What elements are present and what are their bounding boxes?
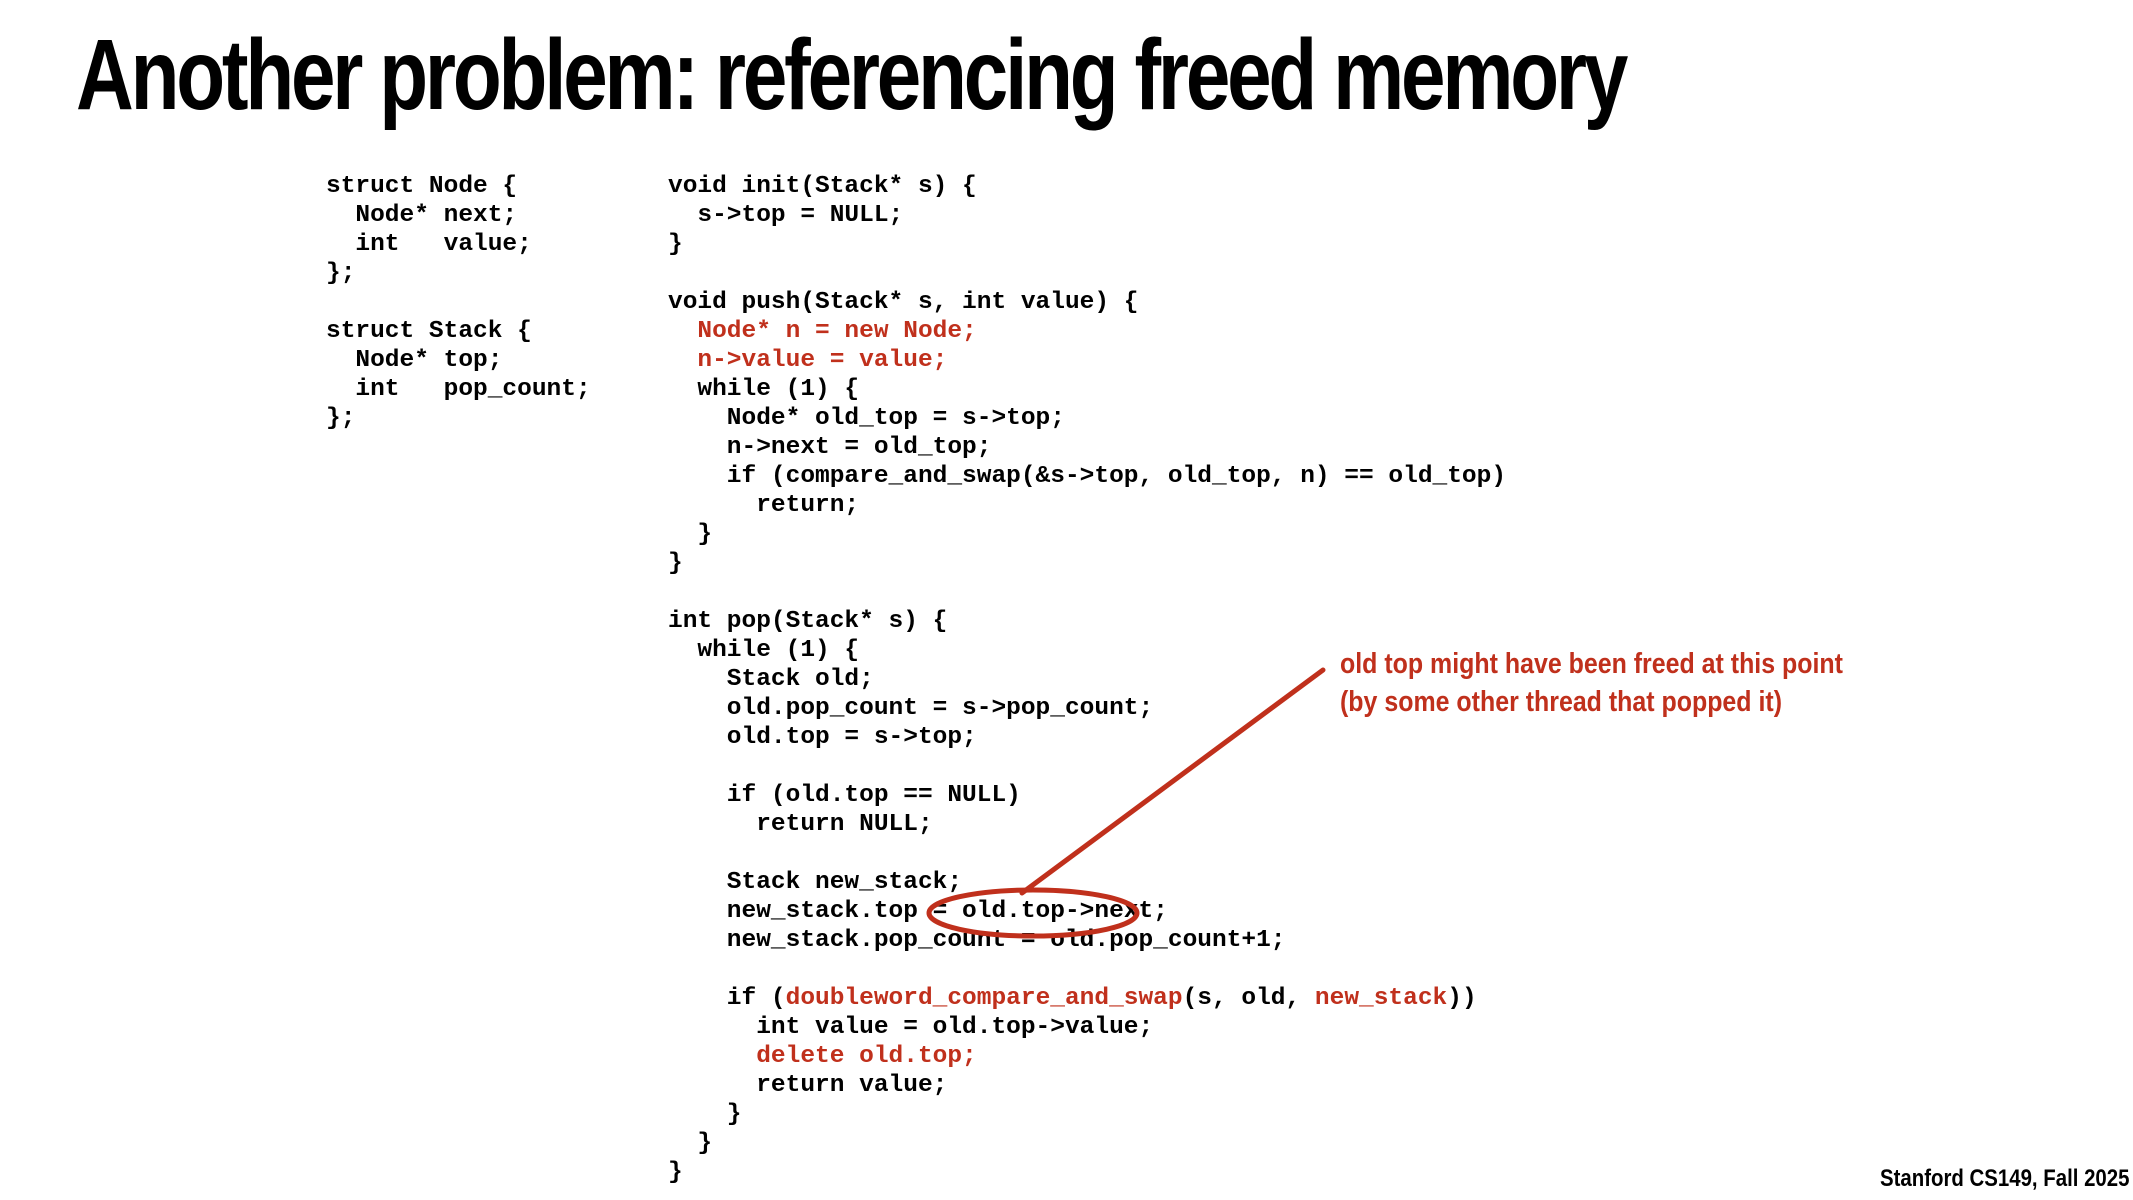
code-line: return NULL; <box>668 810 1506 839</box>
code-line: int pop_count; <box>326 375 591 404</box>
code-line: if (doubleword_compare_and_swap(s, old, … <box>668 984 1506 1013</box>
code-text: return NULL; <box>668 811 933 838</box>
code-line: int value = old.top->value; <box>668 1013 1506 1042</box>
code-line: n->value = value; <box>668 346 1506 375</box>
code-text <box>668 318 697 345</box>
code-line: }; <box>326 259 591 288</box>
code-line <box>668 259 1506 288</box>
code-text: int pop(Stack* s) { <box>668 608 948 635</box>
code-highlight: doubleword_compare_and_swap <box>785 985 1183 1012</box>
code-text: while (1) { <box>668 637 860 664</box>
code-line: } <box>668 549 1506 578</box>
code-line: struct Node { <box>326 172 591 201</box>
code-text: return; <box>668 492 860 519</box>
annotation-line-2: (by some other thread that popped it) <box>1340 686 1783 718</box>
code-text: struct Stack { <box>326 318 532 345</box>
code-line: } <box>668 1129 1506 1158</box>
code-line: return; <box>668 491 1506 520</box>
code-line <box>326 288 591 317</box>
code-text <box>668 1043 756 1070</box>
code-text: while (1) { <box>668 376 860 403</box>
code-line: old.top = s->top; <box>668 723 1506 752</box>
code-line <box>668 839 1506 868</box>
code-line: return value; <box>668 1071 1506 1100</box>
code-text: void init(Stack* s) { <box>668 173 977 200</box>
code-line: if (compare_and_swap(&s->top, old_top, n… <box>668 462 1506 491</box>
slide-title: Another problem: referencing freed memor… <box>76 19 1628 131</box>
code-text: Stack new_stack; <box>668 869 963 896</box>
freed-memory-annotation: old top might have been freed at this po… <box>1340 645 1843 721</box>
annotation-line-1: old top might have been freed at this po… <box>1340 648 1843 680</box>
code-text: int value = old.top->value; <box>668 1014 1154 1041</box>
code-line: Stack old; <box>668 665 1506 694</box>
code-line: int pop(Stack* s) { <box>668 607 1506 636</box>
code-text: if ( <box>668 985 786 1012</box>
code-text: (s, old, <box>1182 985 1315 1012</box>
code-text: s->top = NULL; <box>668 202 904 229</box>
code-text: } <box>668 521 713 548</box>
code-line: void push(Stack* s, int value) { <box>668 288 1506 317</box>
code-line: }; <box>326 404 591 433</box>
code-text: void push(Stack* s, int value) { <box>668 289 1139 316</box>
code-text: Node* top; <box>326 347 503 374</box>
code-line: if (old.top == NULL) <box>668 781 1506 810</box>
code-text: int pop_count; <box>326 376 591 403</box>
code-line: while (1) { <box>668 375 1506 404</box>
code-line <box>668 955 1506 984</box>
code-text: } <box>668 1101 742 1128</box>
code-line: struct Stack { <box>326 317 591 346</box>
code-text: new_stack.pop_count = old.pop_count+1; <box>668 927 1286 954</box>
code-line: } <box>668 1158 1506 1187</box>
course-footer: Stanford CS149, Fall 2025 <box>1879 1165 2129 1192</box>
code-text: return value; <box>668 1072 948 1099</box>
code-text: old.pop_count = s->pop_count; <box>668 695 1154 722</box>
code-text: )) <box>1447 985 1477 1012</box>
code-line: void init(Stack* s) { <box>668 172 1506 201</box>
code-highlight: Node* n = new Node; <box>697 318 977 345</box>
code-text: if (compare_and_swap(&s->top, old_top, n… <box>668 463 1507 490</box>
code-text: Node* old_top = s->top; <box>668 405 1065 432</box>
code-highlight: n->value = value; <box>697 347 948 374</box>
code-line: new_stack.pop_count = old.pop_count+1; <box>668 926 1506 955</box>
code-text: int value; <box>326 231 532 258</box>
code-line: Node* top; <box>326 346 591 375</box>
code-text: }; <box>326 260 356 287</box>
code-line: } <box>668 1100 1506 1129</box>
code-line: n->next = old_top; <box>668 433 1506 462</box>
code-text: old.top = s->top; <box>668 724 977 751</box>
code-line: delete old.top; <box>668 1042 1506 1071</box>
code-text: } <box>668 1130 713 1157</box>
code-text: }; <box>326 405 356 432</box>
code-line <box>668 752 1506 781</box>
code-line: Node* old_top = s->top; <box>668 404 1506 433</box>
code-line: } <box>668 520 1506 549</box>
code-text <box>668 347 697 374</box>
code-line: Node* next; <box>326 201 591 230</box>
code-line: s->top = NULL; <box>668 201 1506 230</box>
code-text: Stack old; <box>668 666 874 693</box>
code-line: } <box>668 230 1506 259</box>
code-line <box>668 578 1506 607</box>
code-text: if (old.top == NULL) <box>668 782 1021 809</box>
code-highlight: new_stack <box>1314 985 1448 1012</box>
code-text: } <box>668 231 683 258</box>
code-line: while (1) { <box>668 636 1506 665</box>
code-text: n->next = old_top; <box>668 434 992 461</box>
code-text: new_stack.top = old.top->next; <box>668 898 1168 925</box>
code-text: } <box>668 1159 683 1186</box>
code-text: struct Node { <box>326 173 518 200</box>
code-line: Node* n = new Node; <box>668 317 1506 346</box>
code-highlight: delete old.top; <box>756 1043 977 1070</box>
struct-definitions-code: struct Node { Node* next; int value;}; st… <box>326 172 591 433</box>
code-text: Node* next; <box>326 202 518 229</box>
code-line: Stack new_stack; <box>668 868 1506 897</box>
code-line: new_stack.top = old.top->next; <box>668 897 1506 926</box>
code-line: int value; <box>326 230 591 259</box>
code-text: } <box>668 550 683 577</box>
